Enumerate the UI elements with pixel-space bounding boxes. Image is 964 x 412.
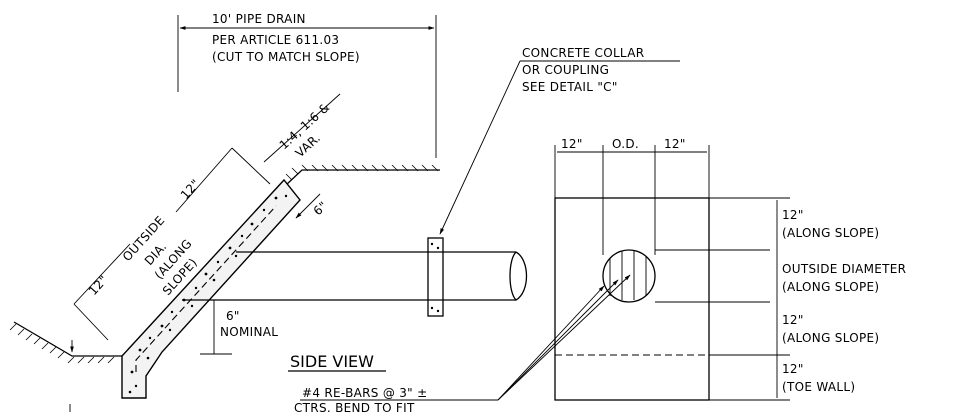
rebar-leader-2 bbox=[497, 279, 619, 401]
right-dim-2a: OUTSIDE DIAMETER bbox=[782, 262, 906, 276]
front-top-dim-3: 12" bbox=[664, 137, 686, 151]
ground-upper bbox=[285, 169, 440, 186]
collar-label-1: CONCRETE COLLAR bbox=[522, 46, 644, 60]
concrete-collar bbox=[427, 237, 444, 317]
dim-12-left-line bbox=[73, 243, 131, 305]
ground-hatch-upper bbox=[285, 164, 439, 181]
rebar-leader-3 bbox=[497, 274, 631, 401]
rebar-note-2: CTRS. BEND TO FIT bbox=[294, 401, 415, 412]
right-dim-4a: 12" bbox=[782, 362, 804, 376]
collar-label-3: SEE DETAIL "C" bbox=[522, 80, 618, 94]
collar-leader bbox=[439, 60, 521, 235]
right-dim-3b: (ALONG SLOPE) bbox=[782, 331, 879, 345]
front-top-dim-2: O.D. bbox=[612, 137, 639, 151]
dim-12-left-text: 12" bbox=[86, 273, 111, 298]
front-view bbox=[554, 145, 790, 401]
dim-12-top-line bbox=[175, 147, 233, 213]
dim-12-top-text: 12" bbox=[178, 177, 203, 202]
dim-6-text: 6" bbox=[311, 199, 331, 219]
pipe-drain-dimension bbox=[177, 15, 437, 158]
right-dim-1a: 12" bbox=[782, 208, 804, 222]
dim-12-left-ext bbox=[73, 303, 109, 341]
ground-lower bbox=[13, 321, 122, 357]
right-dim-3a: 12" bbox=[782, 313, 804, 327]
front-headwall bbox=[554, 197, 710, 401]
dim-12-top-ext bbox=[231, 147, 271, 185]
pipe-opening bbox=[602, 249, 656, 303]
right-dim-1b: (ALONG SLOPE) bbox=[782, 226, 879, 240]
pipe bbox=[182, 251, 528, 301]
front-top-dim-1: 12" bbox=[561, 137, 583, 151]
right-dim-4b: (TOE WALL) bbox=[782, 380, 855, 394]
slope-label-line bbox=[263, 93, 341, 163]
nominal-label-1: 6" bbox=[226, 309, 240, 323]
dim-6-line bbox=[295, 193, 321, 219]
rebar-leader-1 bbox=[497, 285, 605, 401]
pipe-drain-label-2: PER ARTICLE 611.03 bbox=[212, 33, 339, 47]
ground-hatch-lower bbox=[9, 323, 115, 364]
nominal-label-2: NOMINAL bbox=[220, 325, 278, 339]
collar-label-2: OR COUPLING bbox=[522, 63, 609, 77]
right-dim-2b: (ALONG SLOPE) bbox=[782, 280, 879, 294]
pipe-end bbox=[509, 251, 528, 301]
pipe-drain-label-3: (CUT TO MATCH SLOPE) bbox=[212, 50, 360, 64]
rebar-note-1: #4 RE-BARS @ 3" ± bbox=[302, 386, 427, 400]
rebar-line bbox=[135, 205, 277, 372]
concrete-slab bbox=[121, 178, 301, 399]
side-view-title: SIDE VIEW bbox=[290, 352, 374, 371]
ground-surface bbox=[9, 164, 440, 364]
pipe-drain-label-1: 10' PIPE DRAIN bbox=[212, 12, 306, 26]
